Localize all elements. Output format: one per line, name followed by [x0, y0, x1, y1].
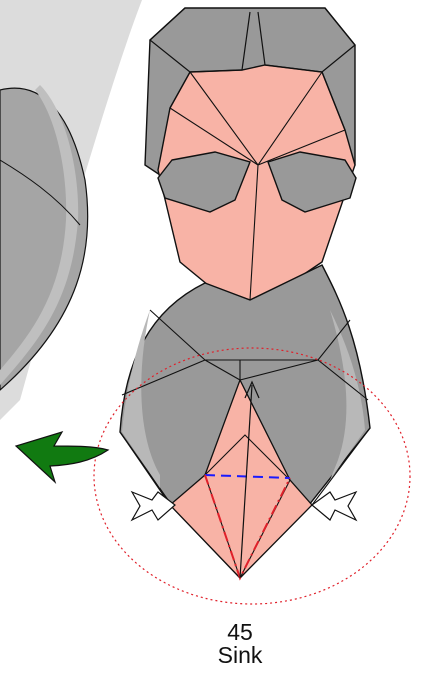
step-number: 45: [0, 620, 434, 644]
step-label: Sink: [0, 643, 434, 667]
